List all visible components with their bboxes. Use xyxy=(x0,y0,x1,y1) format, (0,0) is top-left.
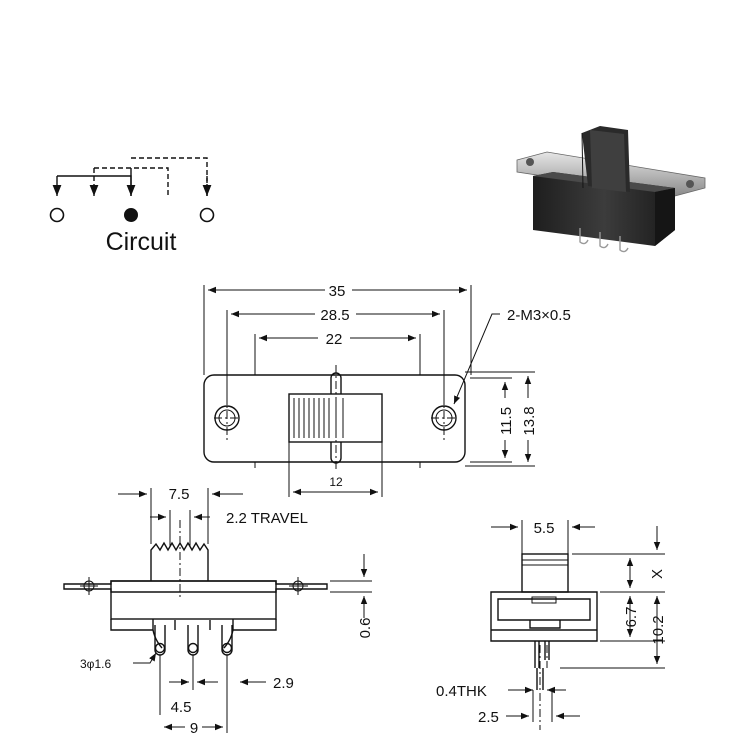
dim-x: X xyxy=(649,569,666,579)
pins-note: 3φ1.6 xyxy=(80,657,111,671)
dim-knob-width: 5.5 xyxy=(534,520,555,537)
circuit-symbol: Circuit xyxy=(49,157,215,256)
circuit-label: Circuit xyxy=(106,228,177,256)
dim-body-height: 6.7 xyxy=(623,607,640,628)
product-photo xyxy=(516,126,706,253)
dim-pin-width: 2.9 xyxy=(273,675,294,692)
terminal-common xyxy=(124,208,138,222)
terminal-open-left xyxy=(49,207,65,223)
dim-inner-length: 22 xyxy=(326,331,343,348)
top-view: 35 28.5 22 2-M3×0.5 11.5 13.8 12 xyxy=(203,283,571,497)
terminal-open-right xyxy=(199,207,215,223)
dim-hole-spacing: 28.5 xyxy=(320,307,349,324)
side-view: 5.5 X 6.7 10.2 0.4THK 2.5 xyxy=(436,520,667,730)
screw-note: 2-M3×0.5 xyxy=(507,307,571,324)
dim-overall-length: 35 xyxy=(329,283,346,300)
dim-pin-offset: 2.5 xyxy=(478,709,499,726)
front-view: 7.5 2.2 TRAVEL 0.6 3φ1.6 4.5 9 2.9 xyxy=(63,486,374,737)
dim-pin-pitch: 4.5 xyxy=(171,699,192,716)
dim-plate-thickness: 0.6 xyxy=(357,618,374,639)
thickness-note: 0.4THK xyxy=(436,683,487,700)
travel-note: 2.2 TRAVEL xyxy=(226,510,308,527)
dim-slot-length: 12 xyxy=(329,475,343,489)
dim-height-outer: 13.8 xyxy=(521,406,538,435)
dim-total-height: 10.2 xyxy=(650,615,667,644)
dim-height-inner: 11.5 xyxy=(498,407,515,435)
dim-pin-span: 9 xyxy=(190,720,198,737)
dim-actuator-width: 7.5 xyxy=(169,486,190,503)
